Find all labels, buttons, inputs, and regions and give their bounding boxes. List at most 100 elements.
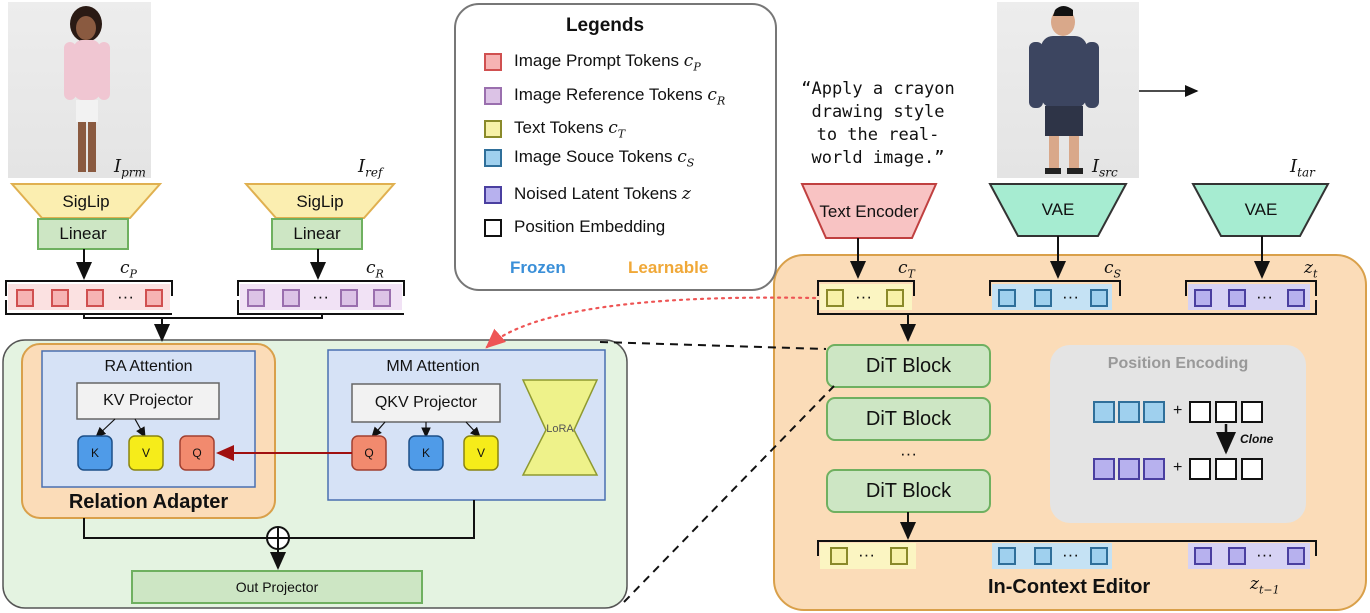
text-encoder-shape [800,183,938,239]
vae-2-label: VAE [1244,200,1278,219]
pe-lat-token-1 [1093,458,1115,480]
legend-math-5: z [681,184,691,204]
dit-2-shape [826,397,991,441]
i-tar-symbol: I [1290,156,1298,177]
out-cs-token-2 [1034,547,1052,565]
i-prm-label: Iprm [114,156,146,180]
out-ct-ellipsis: ··· [858,545,875,564]
cr-token-3 [340,289,358,307]
v2-box-shape [463,435,499,471]
linear-1-label: Linear [59,224,107,243]
ra-attention-title: RA Attention [104,358,193,375]
pe-pos-token-4 [1189,458,1211,480]
lora-label: LoRA [546,423,574,435]
linear-2-shape [271,218,363,250]
pe-src-token-2 [1118,401,1140,423]
cp-sub: P [129,267,137,281]
out-zt-token-2 [1228,547,1246,565]
zt-token-3 [1287,289,1305,307]
out-ct-token-2 [890,547,908,565]
cr-symbol: c [366,258,376,278]
zt1-label: zt−1 [1250,574,1280,596]
i-ref-symbol: I [358,156,366,177]
siglip-1-shape [9,183,163,219]
cr-token-4 [373,289,391,307]
pe-plus-2: + [1173,459,1183,476]
in-context-editor-title: In-Context Editor [988,576,1151,598]
cp-token-4 [145,289,163,307]
ct-token-2 [886,289,904,307]
legend-panel [454,3,777,291]
lora-shape [521,379,599,476]
position-encoding-title: Position Encoding [1107,355,1249,372]
legend-math-3: c [608,118,618,138]
relation-adapter-title: Relation Adapter [68,490,229,513]
legend-swatch-5 [484,186,502,204]
prompt-text: “Apply a crayon drawing style to the rea… [801,79,955,168]
i-tar-label: Itar [1290,156,1315,180]
k-box-shape [77,435,113,471]
out-projector-shape [131,570,423,604]
linear-1-shape [37,218,129,250]
legend-item-5: Noised Latent Tokens z [484,183,764,207]
dit-block-2: DiT Block [865,407,952,430]
cp-token-1 [16,289,34,307]
cs-symbol: c [1104,258,1114,278]
zt-token-2 [1228,289,1246,307]
cr-token-1 [247,289,265,307]
cr-ellipsis: ··· [312,287,329,306]
cr-sub: R [375,267,384,281]
cp-symbol: c [120,258,130,278]
v2-label: V [476,446,485,460]
legend-swatch-2 [484,87,502,105]
legend-text-5: Noised Latent Tokens [514,184,682,203]
i-prm-sub: prm [121,165,146,180]
legend-item-6: Position Embedding [484,216,764,240]
zt-label: zt [1304,258,1317,280]
pe-src-token-1 [1093,401,1115,423]
legend-title: Legends [565,15,645,36]
dit-dots: ··· [900,444,917,463]
siglip-1-label: SigLip [62,192,110,211]
legend-swatch-6 [484,219,502,237]
out-zt-token-3 [1287,547,1305,565]
mm-attention-title: MM Attention [386,358,480,375]
k-label: K [90,446,99,460]
pe-clone-label: Clone [1240,432,1274,446]
dit-1-shape [826,344,991,388]
i-prm-symbol: I [114,156,122,177]
pe-lat-token-2 [1118,458,1140,480]
k2-box-shape [408,435,444,471]
legend-text-4: Image Souce Tokens [514,147,678,166]
kv-projector-shape [76,382,220,420]
legend-math-4: c [677,147,687,167]
siglip-2-shape [243,183,397,219]
legend-math-2: c [707,85,717,105]
legend-text-3: Text Tokens [514,118,609,137]
ct-token-1 [826,289,844,307]
q-box-shape [179,435,215,471]
legend-math-1: c [683,51,694,71]
legend-swatch-4 [484,149,502,167]
zt1-sub: t−1 [1258,583,1280,597]
pe-src-token-3 [1143,401,1165,423]
legend-item-2: Image Reference Tokens cR [484,84,769,108]
cs-label: cS [1104,258,1121,280]
qkv-projector-shape [351,383,501,423]
legend-text-2: Image Reference Tokens [514,85,708,104]
pe-pos-token-1 [1189,401,1211,423]
text-encoder-label: Text Encoder [819,201,919,221]
siglip-2-label: SigLip [296,192,344,211]
pe-pos-token-2 [1215,401,1237,423]
cp-ellipsis: ··· [117,287,134,306]
out-projector-label: Out Projector [235,579,319,595]
cr-token-2 [282,289,300,307]
cs-token-2 [1034,289,1052,307]
legend-item-1: Image Prompt Tokens cP [484,50,764,74]
zt-ellipsis: ··· [1256,287,1273,306]
pe-plus-1: + [1173,402,1183,419]
prompt-image [8,2,151,178]
out-cs-ellipsis: ··· [1062,545,1079,564]
cs-token-3 [1090,289,1108,307]
source-image [997,2,1139,178]
